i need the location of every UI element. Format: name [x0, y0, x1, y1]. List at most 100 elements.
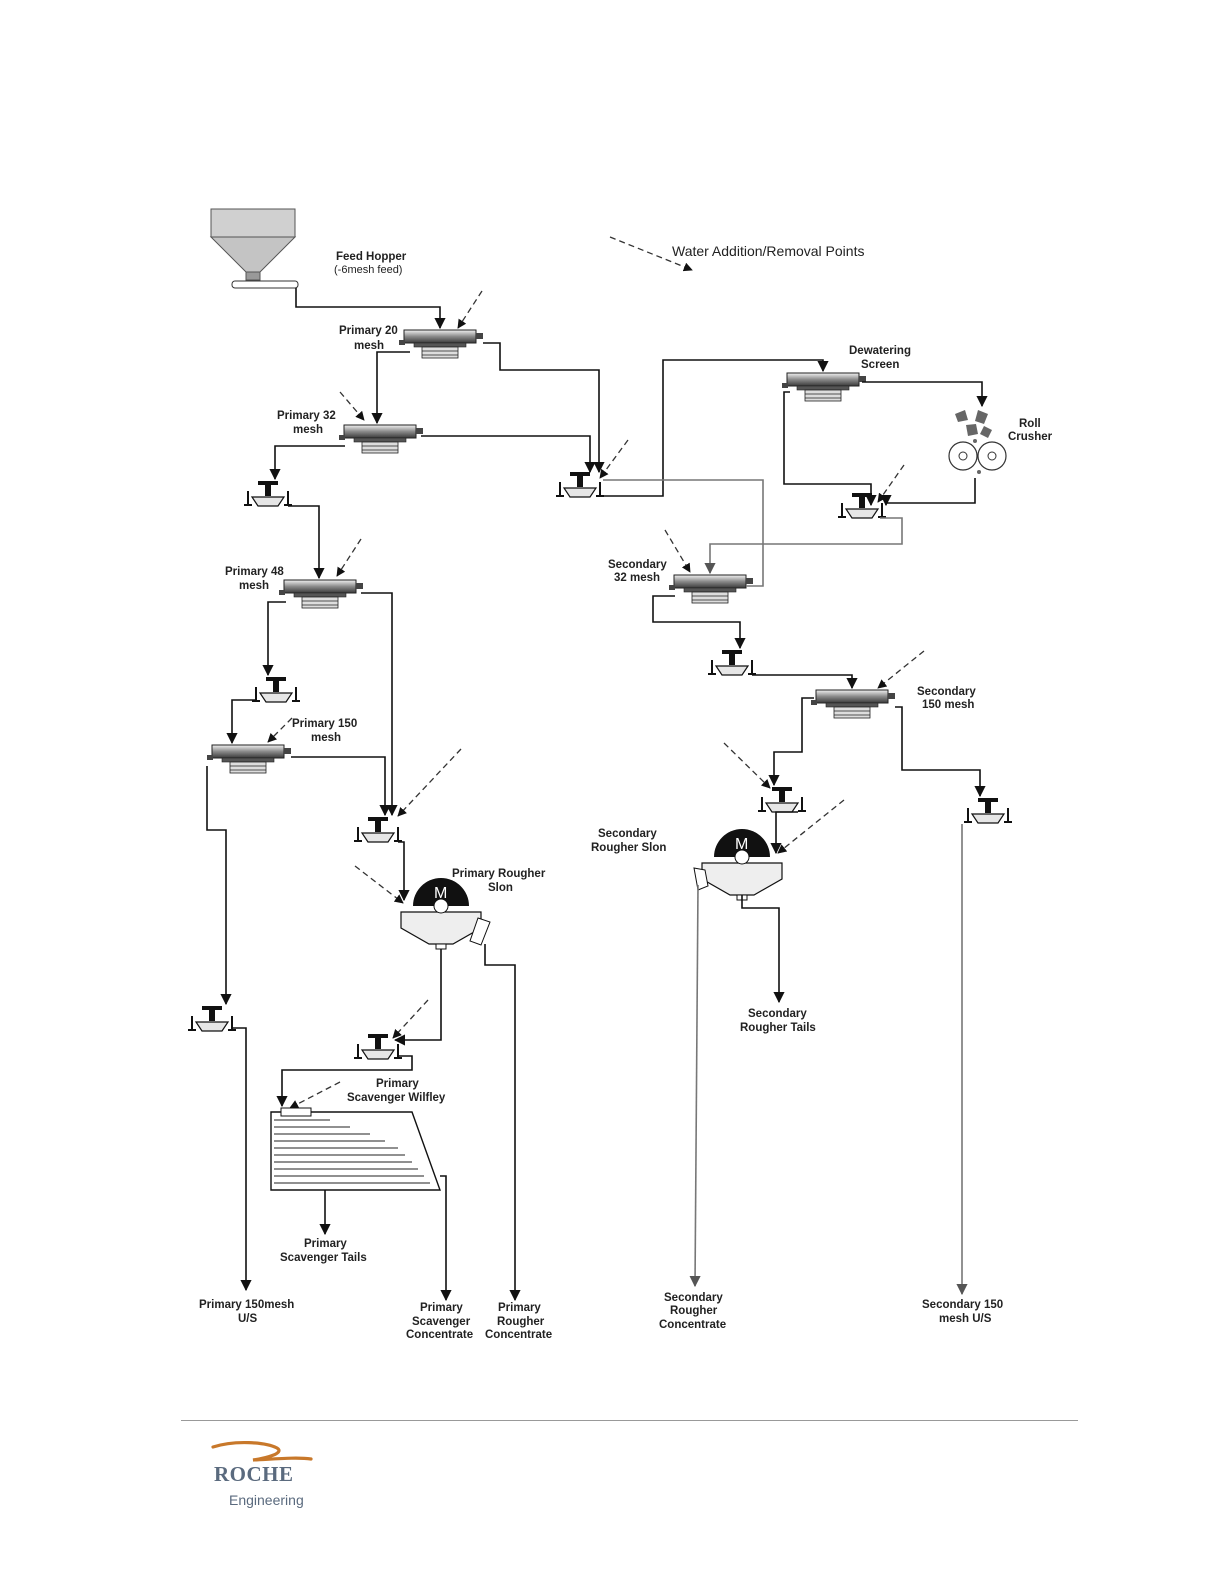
label-prim-rough-conc-c: Concentrate [485, 1329, 552, 1341]
flow-sec32-us-to-pump [652, 595, 746, 650]
label-sec-rough-conc-c: Concentrate [659, 1319, 726, 1331]
label-prim-scav-conc-b: Scavenger [412, 1316, 471, 1328]
label-primary-48-a: Primary 48 [225, 566, 284, 578]
water-point-p32 [339, 391, 365, 421]
primary-150-undersize-pump [187, 1005, 237, 1032]
label-sec150-b: 150 mesh [922, 699, 974, 711]
water-point-p20 [457, 290, 483, 329]
flow-p150-us-to-pump [206, 766, 232, 1006]
label-roll-a: Roll [1019, 418, 1041, 430]
label-scav-wilfley-b: Scavenger Wilfley [347, 1092, 446, 1104]
water-point-slon-pump [397, 748, 462, 817]
flowsheet-diagram: Water Addition/Removal Points Feed Hoppe… [187, 208, 1053, 1341]
primary-scavenger-wilfley-table [270, 1107, 441, 1191]
primary-32-mesh-screen [338, 424, 424, 454]
label-primary-20-a: Primary 20 [339, 325, 398, 337]
legend-water-arrow [609, 236, 693, 272]
roll-crusher [948, 410, 1007, 474]
label-prim150us-b: U/S [238, 1313, 258, 1325]
label-prim150us-a: Primary 150mesh [199, 1299, 294, 1311]
logo-subtitle: Engineering [229, 1492, 304, 1508]
label-sec150us-a: Secondary 150 [922, 1299, 1003, 1311]
wilfley-feed-pump [353, 1033, 403, 1060]
flow-dewatering-us-to-pump [783, 391, 877, 507]
legend-label: Water Addition/Removal Points [672, 243, 864, 259]
water-point-wilfley-pump [392, 999, 429, 1039]
label-roll-b: Crusher [1008, 431, 1053, 443]
label-sec150us-b: mesh U/S [939, 1313, 992, 1325]
label-scav-wilfley-a: Primary [376, 1078, 419, 1090]
flow-pump-to-sec150 [752, 674, 858, 690]
label-sec-slon-b: Rougher Slon [591, 842, 666, 854]
label-dewatering-a: Dewatering [849, 345, 911, 357]
flow-sec150-os-to-pump [895, 706, 986, 798]
label-prim-scav-tails-a: Primary [304, 1238, 347, 1250]
label-dewatering-b: Screen [861, 359, 899, 371]
water-point-sec-slon-pump [723, 742, 771, 789]
label-sec150-a: Secondary [917, 686, 976, 698]
label-sec-rougher-tails-a: Secondary [748, 1008, 807, 1020]
secondary-slon-m: M [735, 836, 748, 853]
footer-divider [181, 1420, 1078, 1421]
flow-pump-to-sec-slon [770, 811, 798, 855]
flow-recycle-loop [603, 479, 764, 587]
secondary-slon-feed-pump [757, 786, 807, 813]
label-sec32-b: 32 mesh [614, 572, 660, 584]
label-primary-48-b: mesh [239, 580, 269, 592]
primary-oversize-pump [555, 471, 605, 498]
water-point-sec32 [664, 529, 691, 573]
flow-pump-to-sec32 [704, 517, 903, 575]
secondary-150-oversize-pump [963, 797, 1013, 824]
water-point-sec150 [877, 650, 925, 689]
flow-feed-to-p20 [295, 288, 446, 330]
flow-sec150-us-to-pump [768, 697, 814, 787]
dewatering-screen [781, 372, 867, 402]
label-prim-scav-conc-c: Concentrate [406, 1329, 473, 1341]
water-point-os-pump [599, 439, 629, 479]
primary-150-mesh-screen [206, 744, 292, 774]
slon-feed-pump [353, 816, 403, 843]
flow-p32-us-to-pump [269, 445, 345, 481]
water-point-crusher-pump [877, 464, 905, 503]
flow-pump-to-dewatering [603, 359, 829, 497]
crusher-feed-pump [837, 492, 887, 519]
label-primary-32-b: mesh [293, 424, 323, 436]
flow-pump-to-p150 [226, 699, 256, 745]
water-point-slon [354, 865, 404, 904]
label-prim-rough-conc-b: Rougher [497, 1316, 545, 1328]
flow-p32-os-to-pump [421, 435, 596, 474]
feed-hopper [209, 208, 299, 289]
flow-p150-os-to-slon-pump [291, 756, 391, 817]
primary-20-mesh-screen [398, 329, 484, 359]
flow-sec-slon-tails [741, 895, 785, 1004]
label-primary-20-b: mesh [354, 340, 384, 352]
flow-pump-to-p48 [288, 505, 325, 580]
label-prim-scav-tails-b: Scavenger Tails [280, 1252, 367, 1264]
label-primary-150-b: mesh [311, 732, 341, 744]
flow-slon-tails-to-pump [393, 949, 442, 1046]
secondary-32-undersize-pump [707, 649, 757, 676]
flow-p20-us-to-p32 [371, 351, 410, 425]
label-prim-slon-b: Slon [488, 882, 513, 894]
primary-48-mesh-screen [278, 579, 364, 609]
label-sec-rough-conc-a: Secondary [664, 1292, 723, 1304]
flow-p48-os-to-slon-pump [361, 592, 398, 817]
feed-hopper-label: Feed Hopper [336, 251, 407, 263]
primary-32-undersize-pump [243, 480, 293, 507]
feed-hopper-sublabel: (-6mesh feed) [334, 264, 402, 276]
roche-logo-swoosh [211, 1440, 313, 1462]
logo-name: ROCHE [214, 1462, 294, 1486]
label-prim-rough-conc-a: Primary [498, 1302, 541, 1314]
secondary-32-mesh-screen [668, 574, 754, 604]
water-point-p150 [267, 717, 293, 743]
flow-pump-to-wilfley [276, 1055, 413, 1108]
label-sec-rough-conc-b: Rougher [670, 1305, 718, 1317]
flow-dewatering-to-crusher [862, 381, 988, 408]
label-sec32-a: Secondary [608, 559, 667, 571]
flow-p20-os-to-pump [483, 342, 605, 474]
label-primary-150-a: Primary 150 [292, 718, 357, 730]
flow-crusher-to-pump [880, 478, 976, 507]
label-prim-slon-a: Primary Rougher [452, 868, 546, 880]
flow-sec-slon-conc [689, 884, 701, 1288]
water-point-p48 [336, 538, 362, 577]
